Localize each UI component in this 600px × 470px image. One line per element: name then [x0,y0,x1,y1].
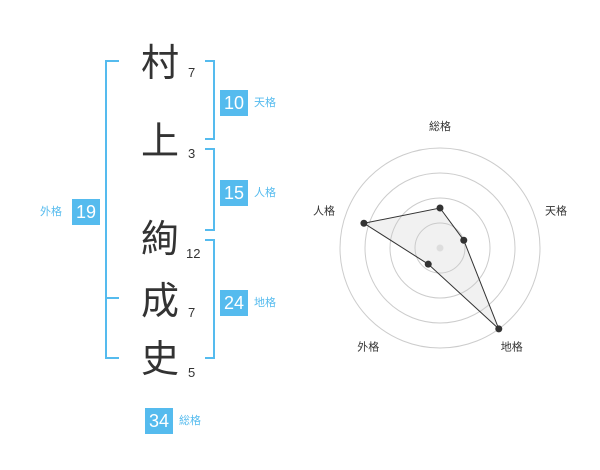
stroke-count-4: 7 [188,305,196,320]
tenkaku-label: 天格 [254,96,276,109]
name-char-5: 史 [141,337,180,381]
name-char-2: 上 [141,119,180,163]
radar-axis-label-4: 外格 [357,340,379,354]
bracket-chikaku [205,239,215,359]
jinkaku-value-box: 15 [220,180,248,206]
stroke-count-3: 12 [186,246,201,261]
gaikaku-label: 外格 [40,205,62,218]
radar-axis-label-5: 人格 [313,203,335,217]
stroke-count-5: 5 [188,365,196,380]
name-char-3: 絢 [141,217,180,261]
radar-ring-3 [364,172,516,324]
soukaku-value-box: 34 [145,408,173,434]
radar-point-2 [460,236,468,244]
soukaku-label: 総格 [179,414,201,427]
name-char-1: 村 [141,41,180,85]
radar-ring-4 [339,147,541,349]
tenkaku-value-box: 10 [220,90,248,116]
radar-point-3 [495,325,503,333]
bracket-gaikaku [105,60,119,359]
chikaku-value-box: 24 [220,290,248,316]
radar-polygon [362,207,500,330]
jinkaku-label: 人格 [254,186,276,199]
radar-point-5 [360,219,368,227]
radar-grid [339,147,541,349]
radar-axis-label-3: 地格 [501,340,523,354]
radar-point-1 [436,204,444,212]
stroke-count-1: 7 [188,65,196,80]
bracket-jinkaku [205,148,215,231]
name-char-4: 成 [141,279,180,323]
bracket-tenkaku [205,60,215,140]
gaikaku-value-box: 19 [72,199,100,225]
chikaku-label: 地格 [254,296,276,309]
radar-point-4 [424,260,432,268]
radar-ring-1 [414,222,466,274]
radar-axis-label-2: 天格 [545,203,567,217]
radar-ring-2 [389,197,491,299]
stroke-count-2: 3 [188,146,196,161]
radar-center-dot [436,244,444,252]
radar-axis-label-1: 総格 [429,119,451,133]
